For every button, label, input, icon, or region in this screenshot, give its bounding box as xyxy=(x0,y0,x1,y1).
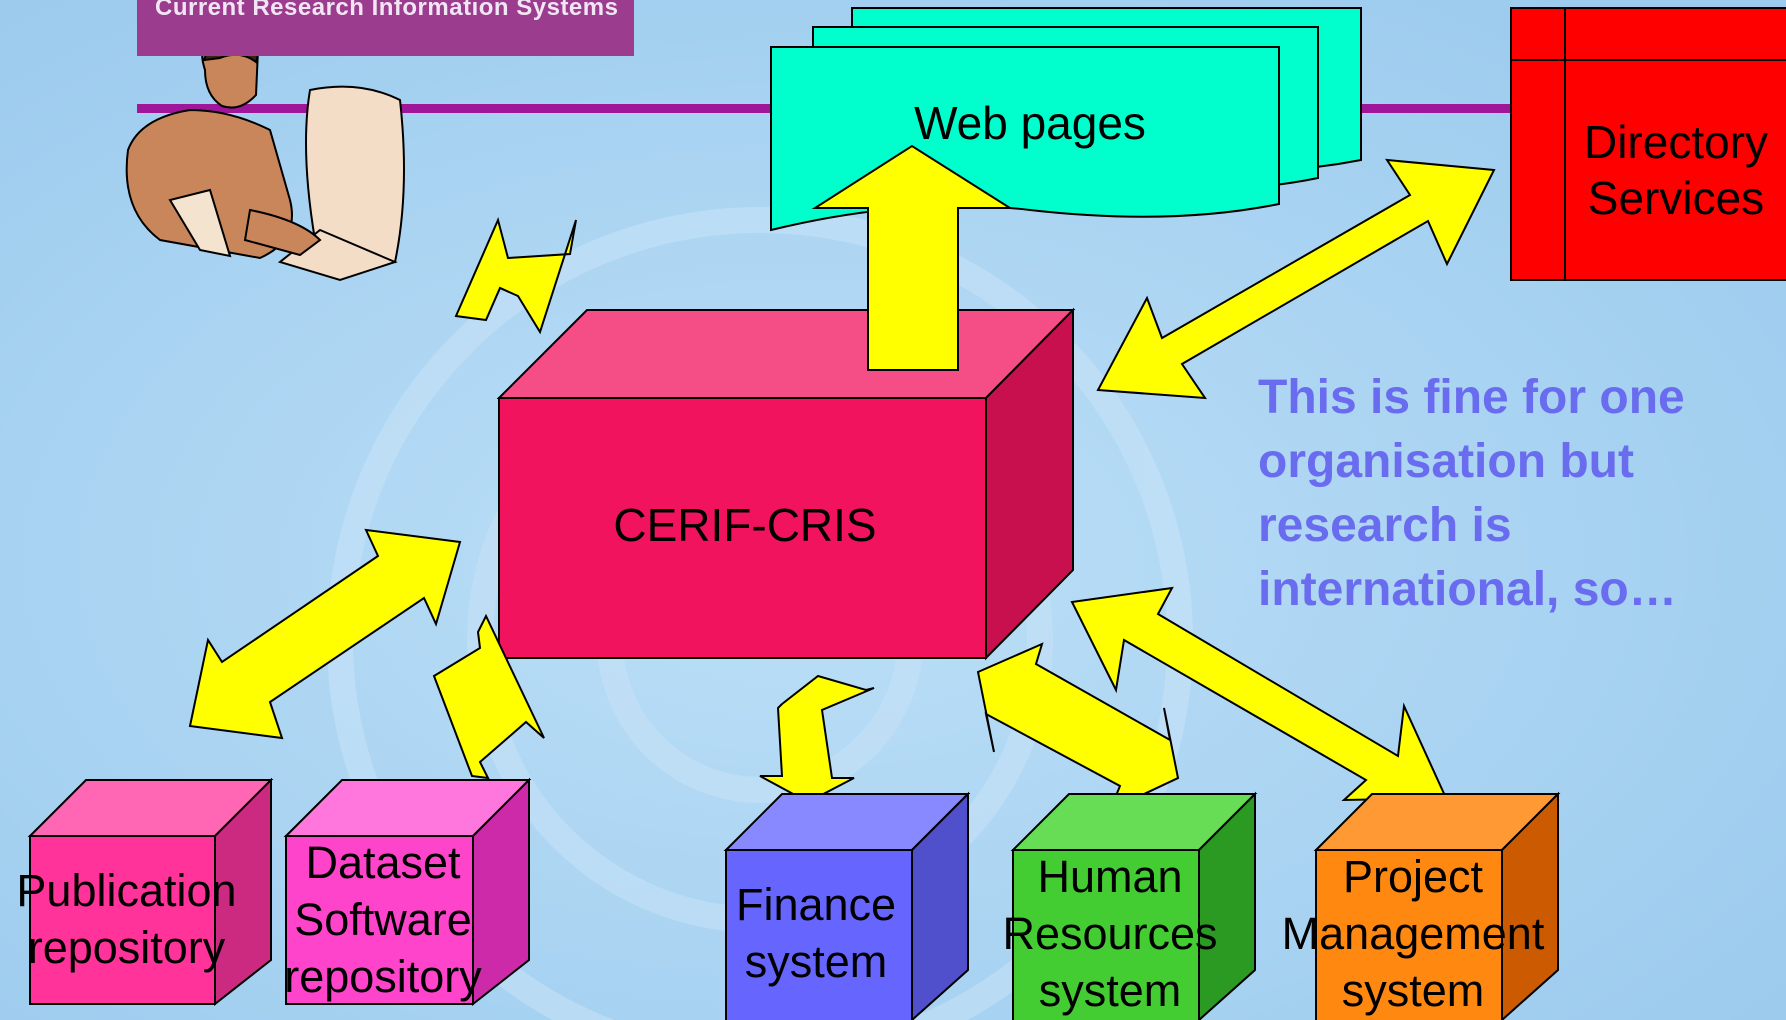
directory-services-box xyxy=(1510,7,1786,281)
dataset-software-repository-box xyxy=(283,777,532,1007)
publication-repository-label: Publication repository xyxy=(4,862,249,976)
dataset-line-1: Dataset xyxy=(305,837,461,888)
note-line-4: international, so… xyxy=(1258,563,1677,616)
project-system-box xyxy=(1313,791,1561,1020)
dataset-line-3: repository xyxy=(284,951,482,1002)
note-line-1: This is fine for one xyxy=(1258,371,1685,424)
directory-services-label: Directory Services xyxy=(1566,114,1786,226)
web-pages-stack xyxy=(770,7,1362,232)
directory-line-1: Directory xyxy=(1583,116,1769,168)
hr-line-1: Human xyxy=(1037,851,1183,902)
publication-line-1: Publication xyxy=(16,865,237,916)
arrow-finance xyxy=(759,674,875,804)
arrow-directory xyxy=(1096,158,1496,400)
arrow-hr xyxy=(976,642,1180,813)
finance-system-label: Finance system xyxy=(716,876,916,990)
project-system-label: Project Management system xyxy=(1268,848,1558,1019)
web-pages-label: Web pages xyxy=(914,97,1146,149)
cerif-cris-box xyxy=(496,307,1076,661)
hr-system-label: Human Resources system xyxy=(990,848,1230,1019)
note-line-2: organisation but xyxy=(1258,435,1634,488)
project-line-1: Project xyxy=(1342,851,1484,902)
banner-text: Current Research Information Systems xyxy=(155,0,619,21)
hr-system-box xyxy=(1010,791,1258,1020)
cerif-cris-label: CERIF-CRIS xyxy=(613,499,877,551)
arrow-user xyxy=(454,216,577,335)
arrow-web-pages xyxy=(811,144,1014,371)
finance-line-2: system xyxy=(744,936,888,987)
arrow-publication xyxy=(188,528,462,740)
arrow-dataset xyxy=(432,613,545,780)
directory-line-2: Services xyxy=(1587,172,1765,224)
publication-repository-box xyxy=(27,777,274,1007)
finance-line-1: Finance xyxy=(735,879,897,930)
finance-system-box xyxy=(723,791,971,1020)
hr-line-2: Resources xyxy=(1002,908,1218,959)
banner: Current Research Information Systems xyxy=(137,0,634,56)
hr-line-3: system xyxy=(1038,965,1182,1016)
project-line-2: Management xyxy=(1281,908,1545,959)
note-line-3: research is xyxy=(1258,499,1512,552)
scope-note: This is fine for one organisation but re… xyxy=(1258,366,1778,622)
dataset-repository-label: Dataset Software repository xyxy=(268,834,498,1005)
publication-line-2: repository xyxy=(27,922,226,973)
dataset-line-2: Software xyxy=(294,894,472,945)
project-line-3: system xyxy=(1341,965,1485,1016)
